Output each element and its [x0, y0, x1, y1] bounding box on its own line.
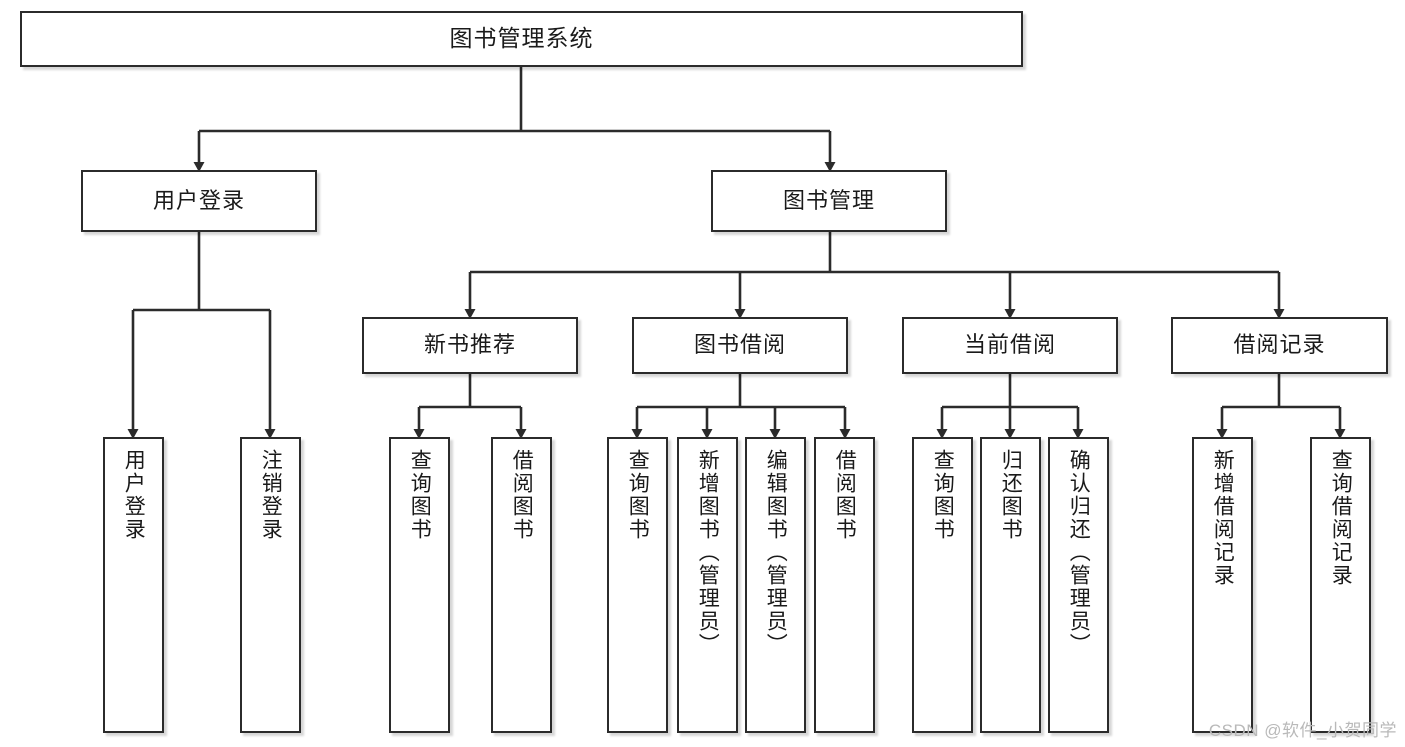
- node-user-login[interactable]: 用户登录: [81, 170, 317, 232]
- node-label: 新增借阅记录: [1211, 449, 1235, 587]
- node-label: 查询图书: [931, 449, 955, 541]
- watermark: CSDN @软件_小贺同学: [1208, 721, 1397, 740]
- node-label: 借阅图书: [833, 449, 857, 541]
- leaf-edit-book-admin[interactable]: 编辑图书（管理员）: [745, 437, 806, 733]
- leaf-user-login[interactable]: 用户登录: [103, 437, 164, 733]
- node-label: 新增图书（管理员）: [696, 449, 720, 656]
- leaf-query-books-borrow[interactable]: 查询图书: [607, 437, 668, 733]
- leaf-borrow-books[interactable]: 借阅图书: [814, 437, 875, 733]
- leaf-query-borrow-record[interactable]: 查询借阅记录: [1310, 437, 1371, 733]
- node-label: 用户登录: [122, 449, 146, 541]
- node-book-management[interactable]: 图书管理: [711, 170, 947, 232]
- node-label: 图书借阅: [693, 332, 786, 358]
- node-label: 图书管理: [782, 187, 875, 213]
- node-label: 当前借阅: [963, 332, 1056, 358]
- node-current-borrowing[interactable]: 当前借阅: [902, 317, 1118, 374]
- node-label: 确认归还（管理员）: [1067, 449, 1091, 656]
- leaf-confirm-return-admin[interactable]: 确认归还（管理员）: [1048, 437, 1109, 733]
- node-label: 借阅记录: [1233, 332, 1326, 358]
- node-label: 用户登录: [152, 187, 245, 213]
- leaf-add-borrow-record[interactable]: 新增借阅记录: [1192, 437, 1253, 733]
- node-label: 注销登录: [259, 449, 283, 541]
- node-label: 图书管理系统: [449, 25, 594, 52]
- node-label: 查询图书: [408, 449, 432, 541]
- leaf-return-books[interactable]: 归还图书: [980, 437, 1041, 733]
- leaf-query-books-current[interactable]: 查询图书: [912, 437, 973, 733]
- node-root-book-management-system[interactable]: 图书管理系统: [20, 11, 1023, 67]
- node-label: 编辑图书（管理员）: [764, 449, 788, 656]
- node-book-borrowing[interactable]: 图书借阅: [632, 317, 848, 374]
- leaf-borrow-books-new[interactable]: 借阅图书: [491, 437, 552, 733]
- node-new-book-recommendation[interactable]: 新书推荐: [362, 317, 578, 374]
- leaf-add-book-admin[interactable]: 新增图书（管理员）: [677, 437, 738, 733]
- node-label: 借阅图书: [510, 449, 534, 541]
- node-label: 新书推荐: [423, 332, 516, 358]
- leaf-query-books-new[interactable]: 查询图书: [389, 437, 450, 733]
- leaf-logout[interactable]: 注销登录: [240, 437, 301, 733]
- node-label: 归还图书: [999, 449, 1023, 541]
- node-label: 查询图书: [626, 449, 650, 541]
- node-borrowing-records[interactable]: 借阅记录: [1171, 317, 1388, 374]
- node-label: 查询借阅记录: [1329, 449, 1353, 587]
